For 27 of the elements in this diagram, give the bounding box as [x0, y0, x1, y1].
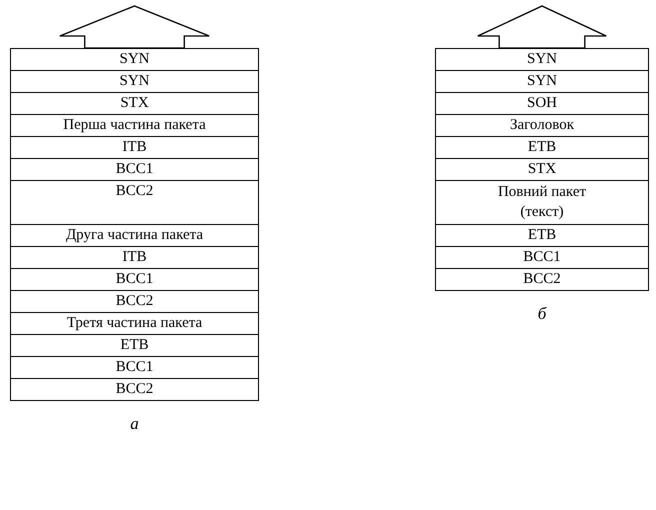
field-cell: BCC2: [435, 268, 649, 291]
field-cell: ITB: [10, 136, 259, 159]
caption-letter: б: [536, 304, 548, 324]
field-cell: Повний пакет (текст): [435, 180, 649, 225]
caption-letter: а: [129, 414, 140, 434]
field-cell: SOH: [435, 92, 649, 115]
field-cell: BCC1: [10, 158, 259, 181]
field-cell: ETB: [10, 334, 259, 357]
field-cell: SYN: [10, 48, 259, 71]
field-cell: BCC2: [10, 290, 259, 313]
field-cell: ITB: [10, 246, 259, 269]
field-cell: Заголовок: [435, 114, 649, 137]
field-cell: ETB: [435, 136, 649, 159]
field-cell: STX: [10, 92, 259, 115]
field-cell: SYN: [10, 70, 259, 93]
field-cell: BCC1: [10, 356, 259, 379]
field-cell: Третя частина пакета: [10, 312, 259, 335]
field-cell: BCC2: [10, 378, 259, 401]
field-cell: BCC2: [10, 180, 259, 225]
field-cell: SYN: [435, 48, 649, 71]
field-cell: ETB: [435, 224, 649, 247]
field-cell: BCC1: [10, 268, 259, 291]
field-cell: STX: [435, 158, 649, 181]
field-cell: Друга частина пакета: [10, 224, 259, 247]
field-cell: SYN: [435, 70, 649, 93]
field-cell: Перша частина пакета: [10, 114, 259, 137]
field-cell: BCC1: [435, 246, 649, 269]
